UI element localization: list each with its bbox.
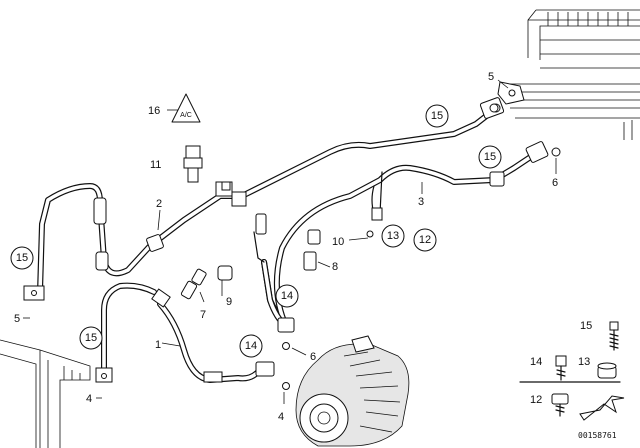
callout-6-right: 6 (552, 177, 558, 189)
dryer-connector (497, 81, 525, 105)
legend-14: 14 (530, 356, 542, 368)
legend-numbers: 15 14 13 12 (530, 320, 592, 406)
fittings (180, 103, 561, 390)
callout-8: 8 (332, 261, 338, 273)
legend-12: 12 (530, 394, 542, 406)
callout-11: 11 (150, 159, 161, 171)
callout-9: 9 (226, 296, 232, 308)
callout-15-top: 15 (431, 110, 443, 122)
callout-4-left: 4 (86, 393, 92, 405)
callout-1: 1 (155, 339, 161, 351)
line-1 (95, 282, 275, 383)
callout-14-lower: 14 (245, 340, 257, 352)
warning-label: A/C (171, 93, 201, 123)
leader-lines (23, 79, 557, 404)
bottom-left-body (0, 339, 91, 448)
callout-15-right: 15 (484, 151, 496, 163)
callout-5-top: 5 (488, 71, 494, 83)
callout-13: 13 (387, 230, 399, 242)
legend-15: 15 (580, 320, 592, 332)
callout-15-left: 15 (16, 252, 28, 264)
condenser (500, 9, 640, 140)
ac-compressor (295, 335, 410, 447)
line-2 (23, 97, 505, 301)
pressure-sensor (183, 145, 203, 183)
svg-text:A/C: A/C (180, 112, 192, 119)
callout-10: 10 (332, 236, 344, 248)
callout-15-bottom: 15 (85, 332, 97, 344)
callout-7: 7 (200, 309, 206, 321)
callout-14-upper: 14 (281, 290, 293, 302)
callout-12: 12 (419, 234, 431, 246)
callout-6-bottom: 6 (310, 351, 316, 363)
callout-2: 2 (156, 198, 162, 210)
callout-numbers: 16 11 2 1 3 5 6 10 8 7 9 6 4 5 4 (14, 71, 558, 423)
callout-3: 3 (418, 196, 424, 208)
callout-16: 16 (148, 105, 160, 117)
line-3 (253, 141, 549, 333)
circled-callouts: 15 15 15 15 13 12 14 14 (10, 104, 502, 358)
legend-13: 13 (578, 356, 590, 368)
callout-5-left: 5 (14, 313, 20, 325)
legend-hardware (519, 321, 625, 421)
callout-4-bottom: 4 (278, 411, 284, 423)
diagram-reference-number: 00158761 (578, 431, 617, 440)
